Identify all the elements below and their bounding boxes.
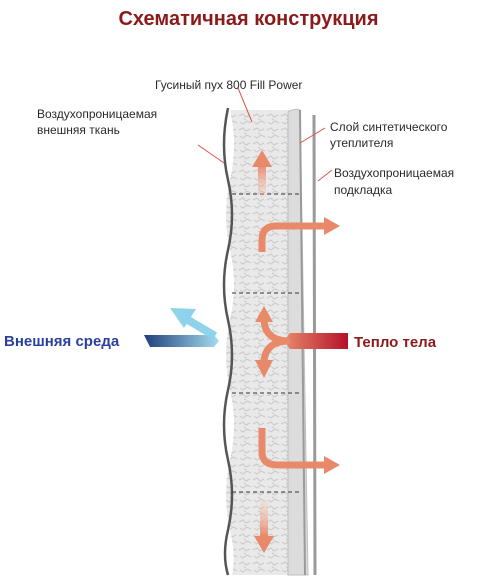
synthetic-label-line1: Слой синтетического — [330, 120, 448, 134]
outer-fabric-layer — [222, 107, 234, 576]
lining-label-line2: подкладка — [334, 183, 392, 197]
body-heat-label: Тепло тела — [354, 334, 437, 351]
diagram-title: Схематичная конструкция — [118, 8, 379, 30]
heat-flow-arrows — [252, 150, 348, 553]
label-pointers — [197, 87, 333, 182]
baffle-stitches — [232, 193, 300, 493]
down-label: Гусиный пух 800 Fill Power — [155, 78, 302, 92]
outside-label: Внешняя среда — [4, 333, 120, 350]
outside-flow-arrows — [144, 308, 219, 347]
lining-label-line1: Воздухопроницаемая — [334, 166, 454, 180]
outer-fabric-label-line2: внешняя ткань — [37, 123, 120, 137]
synthetic-label-line2: утеплителя — [330, 136, 393, 150]
outer-fabric-label-line1: Воздухопроницаемая — [37, 107, 157, 121]
